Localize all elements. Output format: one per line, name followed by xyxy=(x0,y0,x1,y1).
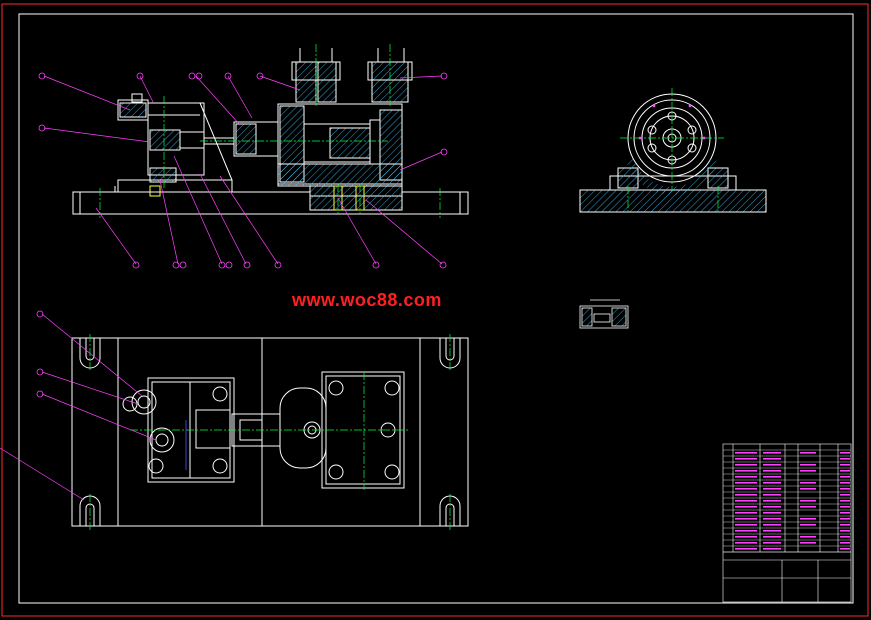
parts-list-entry-mark xyxy=(800,452,816,454)
parts-list-entry-mark xyxy=(840,518,850,520)
front-view-leaders xyxy=(43,75,443,265)
parts-list-entry-mark xyxy=(840,524,850,526)
parts-list-entry-mark xyxy=(763,482,781,484)
parts-list-entry-mark xyxy=(735,494,757,496)
parts-list-entry-mark xyxy=(735,482,757,484)
parts-list-entry-mark xyxy=(735,512,757,514)
parts-list-entry-mark xyxy=(735,476,757,478)
front-view xyxy=(72,48,469,215)
parts-list-entry-mark xyxy=(800,470,816,472)
parts-list-entry-mark xyxy=(840,470,850,472)
parts-list-entry-mark xyxy=(735,524,757,526)
top-view-callout-markers xyxy=(36,310,44,398)
parts-list-entry-mark xyxy=(840,500,850,502)
parts-list-entry-mark xyxy=(763,494,781,496)
parts-list-entry-mark xyxy=(840,464,850,466)
parts-list-entry-mark xyxy=(800,536,816,538)
parts-list-entry-mark xyxy=(763,542,781,544)
top-view-leaders xyxy=(0,313,157,501)
parts-list-entry-mark xyxy=(763,464,781,466)
front-view-callout-markers xyxy=(38,72,448,269)
parts-list-entry-mark xyxy=(840,452,850,454)
parts-list-entry-mark xyxy=(840,494,850,496)
outer-frame xyxy=(1,3,869,617)
parts-list-entry-mark xyxy=(840,542,850,544)
parts-list-text xyxy=(735,452,850,550)
parts-list-entry-mark xyxy=(840,512,850,514)
parts-list-entry-mark xyxy=(800,506,816,508)
top-view xyxy=(71,337,469,527)
parts-list-entry-mark xyxy=(735,536,757,538)
side-view xyxy=(579,93,767,213)
parts-list-entry-mark xyxy=(840,476,850,478)
title-block xyxy=(722,443,852,603)
parts-list-entry-mark xyxy=(840,458,850,460)
parts-list-entry-mark xyxy=(763,512,781,514)
parts-list-entry-mark xyxy=(735,548,757,550)
inner-frame xyxy=(18,13,854,604)
parts-list-entry-mark xyxy=(800,524,816,526)
parts-list-entry-mark xyxy=(735,542,757,544)
parts-list-entry-mark xyxy=(735,452,757,454)
detail-view xyxy=(579,299,629,329)
parts-list-entry-mark xyxy=(763,524,781,526)
parts-list-entry-mark xyxy=(763,548,781,550)
parts-list-entry-mark xyxy=(800,482,816,484)
top-view-centerlines xyxy=(89,334,451,530)
parts-list-entry-mark xyxy=(763,470,781,472)
parts-list-entry-mark xyxy=(763,452,781,454)
parts-list-entry-mark xyxy=(840,488,850,490)
parts-list-entry-mark xyxy=(763,488,781,490)
parts-list-entry-mark xyxy=(840,548,850,550)
parts-list-entry-mark xyxy=(763,530,781,532)
parts-list-entry-mark xyxy=(763,518,781,520)
parts-list-entry-mark xyxy=(840,536,850,538)
watermark-url: www.woc88.com xyxy=(292,290,442,310)
parts-list-entry-mark xyxy=(800,518,816,520)
parts-list-entry-mark xyxy=(840,506,850,508)
parts-list-entry-mark xyxy=(800,488,816,490)
parts-list-entry-mark xyxy=(800,464,816,466)
parts-list-entry-mark xyxy=(763,476,781,478)
parts-list-entry-mark xyxy=(735,506,757,508)
side-view-bolt-markers xyxy=(638,104,706,140)
parts-list-entry-mark xyxy=(735,488,757,490)
parts-list-entry-mark xyxy=(735,500,757,502)
parts-list-entry-mark xyxy=(735,464,757,466)
parts-list-entry-mark xyxy=(840,482,850,484)
parts-list-rows xyxy=(723,449,851,553)
front-view-centerlines xyxy=(99,44,441,218)
parts-list-entry-mark xyxy=(735,530,757,532)
parts-list-entry-mark xyxy=(735,458,757,460)
parts-list-entry-mark xyxy=(735,470,757,472)
parts-list-entry-mark xyxy=(763,458,781,460)
parts-list-entry-mark xyxy=(840,530,850,532)
parts-list-entry-mark xyxy=(800,542,816,544)
parts-list-entry-mark xyxy=(800,500,816,502)
parts-list-entry-mark xyxy=(763,506,781,508)
parts-list-entry-mark xyxy=(763,500,781,502)
parts-list-entry-mark xyxy=(735,518,757,520)
parts-list-entry-mark xyxy=(763,536,781,538)
side-view-centerlines xyxy=(620,88,724,214)
